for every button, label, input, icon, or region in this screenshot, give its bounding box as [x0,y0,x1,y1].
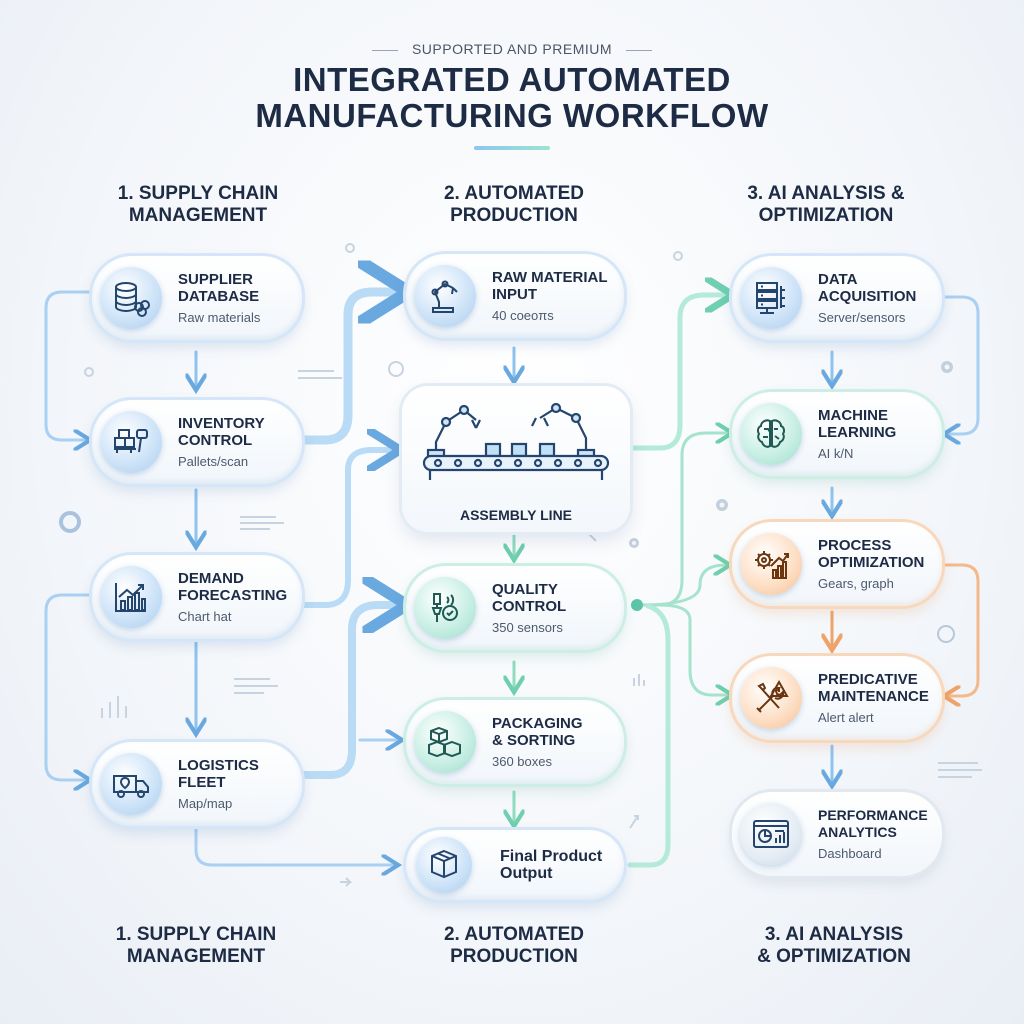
node-label: QUALITY CONTROL [492,581,567,615]
node-sub: 360 boxes [492,754,552,769]
node-machine-learning[interactable]: MACHINE LEARNING AI k/N [732,392,942,476]
node-supplier-database[interactable]: SUPPLIER DATABASE Raw materials [92,256,302,340]
node-packaging-sorting[interactable]: PACKAGING & SORTING 360 boxes [406,700,624,784]
sensor-icon [414,577,476,639]
node-label: PROCESS OPTIMIZATION [818,537,925,571]
node-quality-control[interactable]: QUALITY CONTROL 350 sensors [406,566,624,650]
footer-supply-chain: 1. SUPPLY CHAIN MANAGEMENT [115,924,277,967]
node-logistics-fleet[interactable]: LOGISTICS FLEET Map/map [92,742,302,826]
decorative-gears [629,361,953,548]
node-label: SUPPLIER DATABASE [178,271,260,305]
node-data-acquisition[interactable]: DATA ACQUISITION Server/sensors [732,256,942,340]
node-sub: Gears, graph [818,576,894,591]
node-sub: AI k/N [818,446,854,461]
node-label: PERFORMANCE ANALYTICS [818,807,928,840]
boxes-icon [414,711,476,773]
page-title: INTEGRATED AUTOMATED MANUFACTURING WORKF… [255,61,769,134]
node-label: Final Product Output [500,848,603,882]
heading-automated-production: 2. AUTOMATED PRODUCTION [443,183,585,226]
node-raw-material-input[interactable]: RAW MATERIAL INPUT 40 coeoπs [406,254,624,338]
node-sub: Raw materials [178,310,261,325]
node-inventory-control[interactable]: INVENTORY CONTROL Pallets/scan [92,400,302,484]
node-sub: Map/map [178,796,233,811]
node-predictive-maintenance[interactable]: PREDICATIVE MAINTENANCE Alert alert [732,656,942,740]
node-label: LOGISTICS FLEET [178,757,259,791]
database-icon [100,267,162,329]
node-label: MACHINE LEARNING [818,407,897,441]
decorative-glyphs [59,243,982,887]
brain-icon [740,403,802,465]
heading-ai-analysis: 3. AI ANALYSIS & OPTIMIZATION [747,183,905,226]
tagline: SUPPORTED AND PREMIUM [0,41,1024,57]
node-assembly-line[interactable]: ASSEMBLY LINE [402,386,630,532]
node-sub: 350 sensors [492,620,563,635]
node-label: ASSEMBLY LINE [459,507,573,523]
node-performance-analytics[interactable]: PERFORMANCE ANALYTICS Dashboard [732,792,942,876]
node-final-product-output[interactable]: Final Product Output [406,830,624,900]
node-process-optimization[interactable]: PROCESS OPTIMIZATION Gears, graph [732,522,942,606]
node-label: DATA ACQUISITION [818,271,917,305]
scanner-icon [100,411,162,473]
tools-alert-icon [740,667,802,729]
node-sub: Dashboard [818,846,882,861]
node-label: PACKAGING & SORTING [492,715,583,749]
box-icon [416,837,472,893]
node-sub: Server/sensors [818,310,906,325]
node-sub: Pallets/scan [178,454,249,469]
node-label: RAW MATERIAL INPUT [492,269,608,303]
node-label: PREDICATIVE MAINTENANCE [818,671,929,705]
footer-automated-production: 2. AUTOMATED PRODUCTION [443,924,585,967]
title-underline [474,146,550,150]
node-sub: Alert alert [818,710,874,725]
truck-icon [100,753,162,815]
robot-arm-icon [414,265,476,327]
node-label: DEMAND FORECASTING [178,570,288,604]
chart-icon [100,566,162,628]
footer-ai-analysis: 3. AI ANALYSIS & OPTIMIZATION [757,924,911,967]
assembly-line-icon [422,402,610,480]
node-demand-forecasting[interactable]: DEMAND FORECASTING Chart hat [92,555,302,639]
node-label: INVENTORY CONTROL [178,415,265,449]
dashboard-icon [740,803,802,865]
gears-graph-icon [740,533,802,595]
heading-supply-chain: 1. SUPPLY CHAIN MANAGEMENT [117,183,279,226]
node-sub: Chart hat [178,609,232,624]
server-icon [740,267,802,329]
node-sub: 40 coeoπs [492,308,554,323]
